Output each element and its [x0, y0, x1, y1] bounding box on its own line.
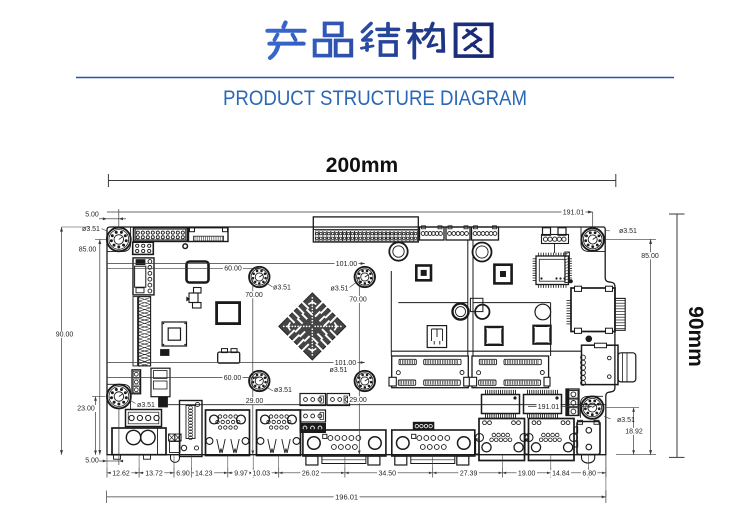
svg-text:70.00: 70.00: [349, 297, 367, 304]
svg-text:ø3.51: ø3.51: [330, 367, 348, 374]
svg-text:5.00: 5.00: [85, 458, 99, 465]
svg-text:191.01: 191.01: [538, 404, 560, 411]
svg-text:23.00: 23.00: [77, 406, 95, 413]
svg-text:27.39: 27.39: [460, 470, 478, 477]
svg-text:101.00: 101.00: [335, 360, 357, 367]
svg-text:PRODUCT STRUCTURE DIAGRAM: PRODUCT STRUCTURE DIAGRAM: [223, 86, 527, 110]
svg-text:6.80: 6.80: [582, 470, 596, 477]
svg-text:191.01: 191.01: [563, 209, 585, 216]
svg-text:ø3.51: ø3.51: [273, 285, 291, 292]
svg-text:ø3.51: ø3.51: [331, 286, 349, 293]
svg-text:196.01: 196.01: [335, 492, 358, 501]
svg-text:ø3.51: ø3.51: [617, 417, 635, 424]
svg-text:19.00: 19.00: [518, 470, 536, 477]
svg-text:ø3.51: ø3.51: [274, 387, 292, 394]
svg-text:101.00: 101.00: [336, 261, 358, 268]
svg-text:200mm: 200mm: [326, 154, 398, 177]
svg-text:ø3.51: ø3.51: [137, 402, 155, 409]
svg-text:ø3.51: ø3.51: [82, 226, 100, 233]
svg-text:60.00: 60.00: [224, 266, 242, 273]
svg-text:60.00: 60.00: [224, 375, 242, 382]
svg-text:85.00: 85.00: [641, 253, 659, 260]
svg-text:6.90: 6.90: [176, 470, 190, 477]
svg-text:ø3.51: ø3.51: [619, 228, 637, 235]
svg-text:26.02: 26.02: [302, 470, 320, 477]
svg-text:12.62: 12.62: [112, 470, 130, 477]
svg-text:90mm: 90mm: [684, 306, 707, 367]
svg-text:70.00: 70.00: [245, 292, 263, 299]
svg-text:9.97: 9.97: [234, 470, 248, 477]
svg-text:13.72: 13.72: [145, 470, 163, 477]
svg-text:18.92: 18.92: [625, 428, 643, 435]
svg-text:90.00: 90.00: [56, 332, 74, 339]
svg-text:5.00: 5.00: [85, 211, 99, 218]
svg-text:29.00: 29.00: [349, 397, 367, 404]
svg-text:29.00: 29.00: [246, 398, 264, 405]
svg-text:14.23: 14.23: [195, 470, 213, 477]
svg-text:85.00: 85.00: [79, 247, 97, 254]
svg-text:14.84: 14.84: [552, 470, 570, 477]
svg-text:34.50: 34.50: [379, 470, 397, 477]
svg-text:10.03: 10.03: [253, 470, 271, 477]
